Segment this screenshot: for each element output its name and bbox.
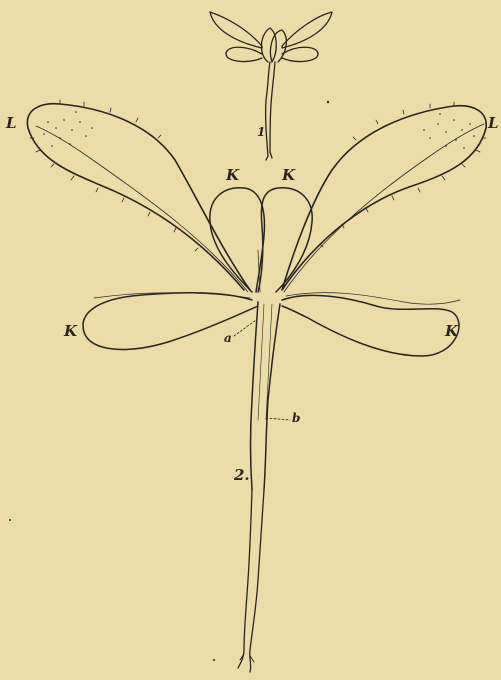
marker-b-label: b: [292, 412, 300, 424]
figure-2-number: 2.: [234, 468, 250, 483]
cotyledon-label-spreading-left: K: [64, 324, 77, 339]
figure-1-number: 1: [257, 126, 265, 138]
cotyledon-label-spreading-right: K: [445, 324, 458, 339]
root: [238, 490, 252, 668]
upright-cotyledon-left: [210, 188, 265, 292]
leaf-texture: [9, 101, 475, 661]
leaf-label-left: L: [6, 116, 17, 131]
marker-a-label: a: [224, 332, 232, 344]
leaf-hairs: [30, 100, 486, 251]
cotyledon-label-upright-right: K: [282, 168, 295, 183]
large-seedling: [27, 104, 486, 672]
leaf-label-right: L: [488, 116, 499, 131]
cotyledon-label-upright-left: K: [226, 168, 239, 183]
marker-b-leader: [266, 418, 290, 420]
right-true-leaf: [282, 106, 486, 290]
small-seedling: [210, 12, 332, 160]
hypocotyl: [251, 302, 259, 490]
marker-a-leader: [234, 320, 256, 336]
upright-cotyledon-right: [258, 188, 312, 292]
